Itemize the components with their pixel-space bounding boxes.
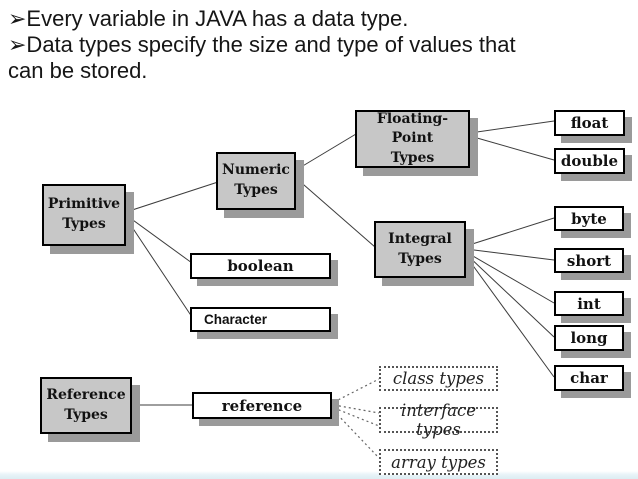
connector-reference-interfacetypes-lower (333, 407, 380, 427)
connector-numeric-floating (295, 133, 357, 171)
node-float: float (554, 110, 625, 136)
node-integral-types: Integral Types (374, 221, 466, 278)
connector-primitive-boolean (125, 214, 193, 264)
node-array-types: array types (379, 449, 498, 475)
connector-reference-classtypes (333, 378, 380, 403)
connector-numeric-integral (295, 177, 376, 248)
node-boolean: boolean (190, 253, 331, 279)
slide-title: ➢Every variable in JAVA has a data type.… (8, 6, 628, 84)
node-double: double (554, 148, 625, 174)
connector-integral-int (465, 251, 555, 304)
node-reference: reference (192, 392, 332, 419)
connector-floating-double (469, 135, 555, 161)
node-int: int (554, 291, 624, 316)
connector-integral-char (465, 255, 555, 378)
node-class-types: class types (379, 366, 498, 391)
node-short: short (554, 248, 624, 273)
node-character: Character (190, 307, 331, 332)
connector-reference-interfacetypes-upper (333, 404, 380, 414)
node-byte: byte (554, 206, 624, 231)
connector-floating-float (469, 120, 555, 134)
title-bullet-2-continuation: can be stored. (8, 58, 148, 83)
connector-integral-long (465, 253, 555, 338)
node-floating-point-types: Floating-Point Types (355, 110, 470, 168)
connector-integral-short (465, 248, 555, 261)
node-reference-types: Reference Types (40, 377, 132, 434)
connector-integral-byte (465, 217, 555, 247)
node-primitive-types: Primitive Types (42, 184, 126, 246)
node-long: long (554, 325, 624, 351)
node-char: char (554, 365, 624, 391)
slide-footer-bar (0, 471, 638, 479)
node-numeric-types: Numeric Types (216, 152, 296, 210)
title-bullet-1: ➢Every variable in JAVA has a data type. (8, 6, 409, 31)
connector-primitive-numeric (125, 181, 219, 213)
title-bullet-2: ➢Data types specify the size and type of… (8, 32, 516, 57)
connector-primitive-character (125, 217, 193, 318)
node-interface-types: interface types (379, 401, 498, 439)
connector-reference-arraytypes (333, 410, 380, 459)
